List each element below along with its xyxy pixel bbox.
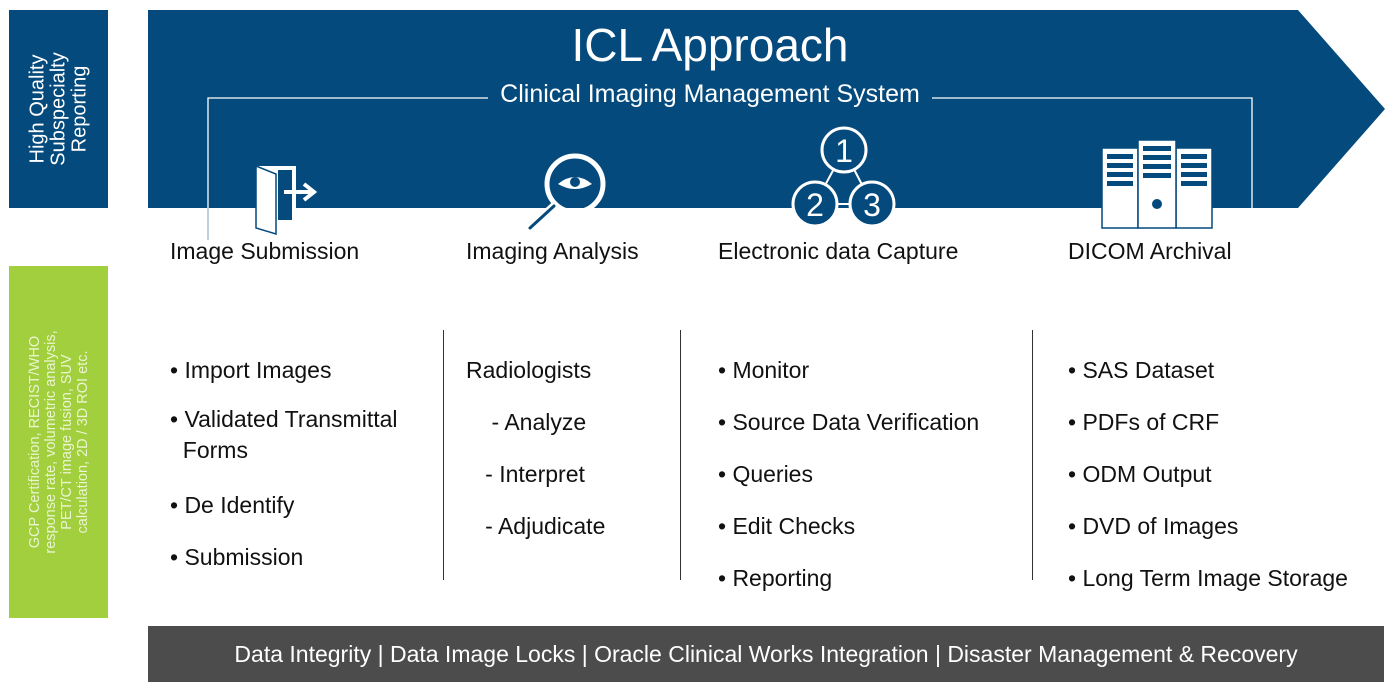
certification-side-panel: GCP Certification, RECIST/WHO response r… bbox=[9, 266, 108, 618]
column-title-image-submission: Image Submission bbox=[170, 238, 360, 264]
list-item: • De Identify bbox=[170, 492, 295, 518]
list-item: • PDFs of CRF bbox=[1068, 409, 1220, 435]
list-item: • Validated Transmittal Forms bbox=[170, 406, 398, 463]
column-divider bbox=[443, 330, 444, 580]
banner-subtitle-text: Clinical Imaging Management System bbox=[488, 80, 932, 108]
banner-subtitle: Clinical Imaging Management System bbox=[148, 80, 1272, 109]
numbered-circles-icon: 1 2 3 bbox=[782, 124, 908, 232]
list-item: • Reporting bbox=[718, 565, 833, 591]
magnifier-eye-icon bbox=[520, 150, 610, 234]
dicom-archival-list: • SAS Dataset • PDFs of CRF • ODM Output… bbox=[1068, 357, 1348, 617]
circle-number-2: 2 bbox=[806, 187, 824, 223]
electronic-data-capture-list: • Monitor • Source Data Verification • Q… bbox=[718, 357, 979, 617]
list-item: - Adjudicate bbox=[466, 513, 606, 539]
footer-bar: Data Integrity | Data Image Locks | Orac… bbox=[148, 626, 1384, 682]
column-title-electronic-data-capture: Electronic data Capture bbox=[718, 238, 959, 264]
quality-side-panel: High Quality Subspecialty Reporting bbox=[9, 10, 108, 208]
list-item: • Import Images bbox=[170, 357, 332, 383]
list-item: • DVD of Images bbox=[1068, 513, 1239, 539]
list-item: • Submission bbox=[170, 544, 304, 570]
footer-text: Data Integrity | Data Image Locks | Orac… bbox=[234, 641, 1298, 667]
list-item: • SAS Dataset bbox=[1068, 357, 1215, 383]
arrow-shape bbox=[148, 10, 1385, 208]
server-rack-icon bbox=[1098, 138, 1216, 230]
column-divider bbox=[1032, 330, 1033, 580]
banner-title: ICL Approach bbox=[571, 19, 849, 71]
list-item: - Analyze bbox=[466, 409, 587, 435]
column-title-imaging-analysis: Imaging Analysis bbox=[466, 238, 639, 264]
column-divider bbox=[680, 330, 681, 580]
list-item: • Edit Checks bbox=[718, 513, 856, 539]
circle-number-3: 3 bbox=[863, 187, 881, 223]
column-title-dicom-archival: DICOM Archival bbox=[1068, 238, 1232, 264]
list-item: Radiologists bbox=[466, 357, 592, 383]
list-item: • Long Term Image Storage bbox=[1068, 565, 1348, 591]
list-item: • Source Data Verification bbox=[718, 409, 980, 435]
circle-number-1: 1 bbox=[835, 133, 853, 169]
imaging-analysis-list: Radiologists - Analyze - Interpret - Adj… bbox=[466, 357, 605, 565]
list-item: • Monitor bbox=[718, 357, 810, 383]
list-item: - Interpret bbox=[466, 461, 585, 487]
image-submission-list: • Import Images • Validated Transmittal … bbox=[170, 357, 398, 596]
door-exit-icon bbox=[252, 160, 328, 236]
list-item: • Queries bbox=[718, 461, 813, 487]
list-item: • ODM Output bbox=[1068, 461, 1212, 487]
